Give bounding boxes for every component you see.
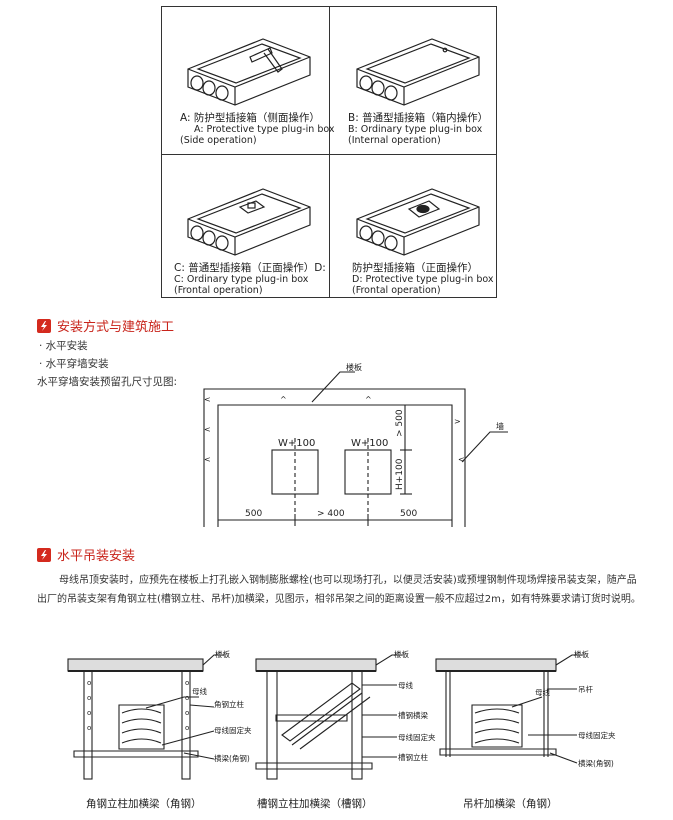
support-3-beam-label: 横梁(角钢) bbox=[578, 758, 614, 768]
box-a-caption: A: 防护型插接箱（侧面操作） A: Protective type plug-… bbox=[180, 112, 335, 147]
opening-width-left: W+100 bbox=[278, 438, 315, 449]
box-c-cn: C: 普通型插接箱（正面操作）D: bbox=[174, 262, 326, 274]
support-3-caption: 吊杆加横梁（角钢） bbox=[463, 798, 558, 810]
grid-divider-vertical bbox=[329, 7, 330, 297]
top-gap-dim: > 500 bbox=[395, 409, 405, 437]
lightning-icon bbox=[37, 547, 51, 562]
support-2-beam-label: 槽钢横梁 bbox=[398, 710, 428, 720]
svg-text:<: < bbox=[204, 425, 211, 434]
left-dim: 500 bbox=[245, 509, 262, 519]
svg-text:o: o bbox=[185, 724, 189, 732]
svg-text:o: o bbox=[87, 709, 91, 717]
hanging-section-heading: 水平吊装安装 bbox=[37, 545, 135, 564]
support-3-slab-label: 楼板 bbox=[574, 649, 589, 659]
svg-text:o: o bbox=[87, 724, 91, 732]
support-3-clamp-label: 母线固定夹 bbox=[578, 730, 616, 740]
support-2-column-label: 槽钢立柱 bbox=[398, 752, 428, 762]
right-dim: 500 bbox=[400, 509, 417, 519]
svg-text:^: ^ bbox=[280, 395, 287, 404]
lightning-icon bbox=[37, 318, 51, 333]
box-d-cn: 防护型插接箱（正面操作） bbox=[352, 262, 478, 274]
slab-label: 楼板 bbox=[346, 362, 362, 372]
svg-text:<: < bbox=[204, 455, 211, 464]
box-a-en: A: Protective type plug-in box bbox=[194, 124, 335, 135]
support-2-caption: 槽钢立柱加横梁（槽钢） bbox=[257, 798, 373, 810]
support-3-busbar-label: 母线 bbox=[535, 687, 550, 697]
svg-text:>: > bbox=[454, 417, 461, 426]
opening-width-right: W+100 bbox=[351, 438, 388, 449]
box-b-en: B: Ordinary type plug-in box bbox=[348, 124, 483, 135]
box-d-op: (Frontal operation) bbox=[352, 285, 441, 296]
box-b-caption: B: 普通型插接箱（箱内操作） B: Ordinary type plug-in… bbox=[348, 112, 489, 147]
hanging-section-title: 水平吊装安装 bbox=[57, 549, 136, 564]
box-c-illustration bbox=[187, 188, 311, 256]
box-c-en: C: Ordinary type plug-in box bbox=[174, 274, 309, 285]
svg-text:<: < bbox=[458, 455, 465, 464]
support-2-clamp-label: 母线固定夹 bbox=[398, 732, 436, 742]
svg-text:o: o bbox=[185, 679, 189, 687]
box-c-caption: C: 普通型插接箱（正面操作）D: C: Ordinary type plug-… bbox=[174, 262, 326, 297]
support-1-column-label: 角钢立柱 bbox=[214, 699, 244, 709]
box-b-illustration bbox=[356, 38, 480, 106]
box-d-en: D: Protective type plug-in box bbox=[352, 274, 494, 285]
install-item-through-wall: · 水平穿墙安装 bbox=[39, 358, 109, 370]
support-1-slab-label: 楼板 bbox=[215, 649, 230, 659]
install-item-horizontal: · 水平安装 bbox=[39, 340, 88, 352]
plug-in-box-grid: A: 防护型插接箱（侧面操作） A: Protective type plug-… bbox=[161, 6, 497, 298]
wall-label: 墙 bbox=[496, 421, 504, 431]
box-a-cn: A: 防护型插接箱（侧面操作） bbox=[180, 112, 320, 124]
opening-height-dim: H+100 bbox=[395, 458, 405, 490]
svg-text:^: ^ bbox=[365, 395, 372, 404]
support-1-clamp-label: 母线固定夹 bbox=[214, 725, 252, 735]
channel-column-diagram: 楼板 母线 槽钢横梁 母线固定夹 槽钢立柱 bbox=[255, 649, 436, 780]
svg-text:o: o bbox=[87, 694, 91, 702]
install-note: 水平穿墙安装预留孔尺寸见图: bbox=[37, 376, 178, 388]
grid-divider-horizontal bbox=[162, 154, 496, 155]
svg-text:<: < bbox=[204, 395, 211, 404]
middle-dim: > 400 bbox=[317, 509, 345, 519]
box-a-op: (Side operation) bbox=[180, 135, 257, 146]
support-1-beam-label: 横梁(角钢) bbox=[214, 753, 250, 763]
box-a-illustration bbox=[187, 38, 311, 106]
hanging-paragraph: 母线吊顶安装时，应预先在楼板上打孔嵌入钢制膨胀螺栓(也可以现场打孔，以便灵活安装… bbox=[37, 575, 641, 605]
support-3-rod-label: 吊杆 bbox=[578, 684, 593, 694]
box-b-cn: B: 普通型插接箱（箱内操作） bbox=[348, 112, 489, 124]
svg-text:o: o bbox=[87, 679, 91, 687]
svg-text:o: o bbox=[185, 694, 189, 702]
box-c-op: (Frontal operation) bbox=[174, 285, 263, 296]
support-1-busbar-label: 母线 bbox=[192, 686, 207, 696]
install-section-title: 安装方式与建筑施工 bbox=[57, 320, 175, 335]
support-2-busbar-label: 母线 bbox=[398, 680, 413, 690]
box-b-op: (Internal operation) bbox=[348, 135, 441, 146]
box-d-illustration bbox=[356, 188, 480, 256]
support-2-slab-label: 楼板 bbox=[394, 649, 409, 659]
svg-text:o: o bbox=[185, 709, 189, 717]
box-d-caption: 防护型插接箱（正面操作） D: Protective type plug-in … bbox=[352, 262, 494, 297]
hanger-rod-diagram: 楼板 母线 吊杆 母线固定夹 横梁(角钢) bbox=[435, 649, 616, 768]
install-section-heading: 安装方式与建筑施工 bbox=[37, 316, 174, 335]
wall-opening-diagram: < < < > < ^ ^ 楼板 墙 W+100 W+100 > 500 H+1… bbox=[203, 362, 508, 527]
support-1-caption: 角钢立柱加横梁（角钢） bbox=[86, 798, 202, 810]
